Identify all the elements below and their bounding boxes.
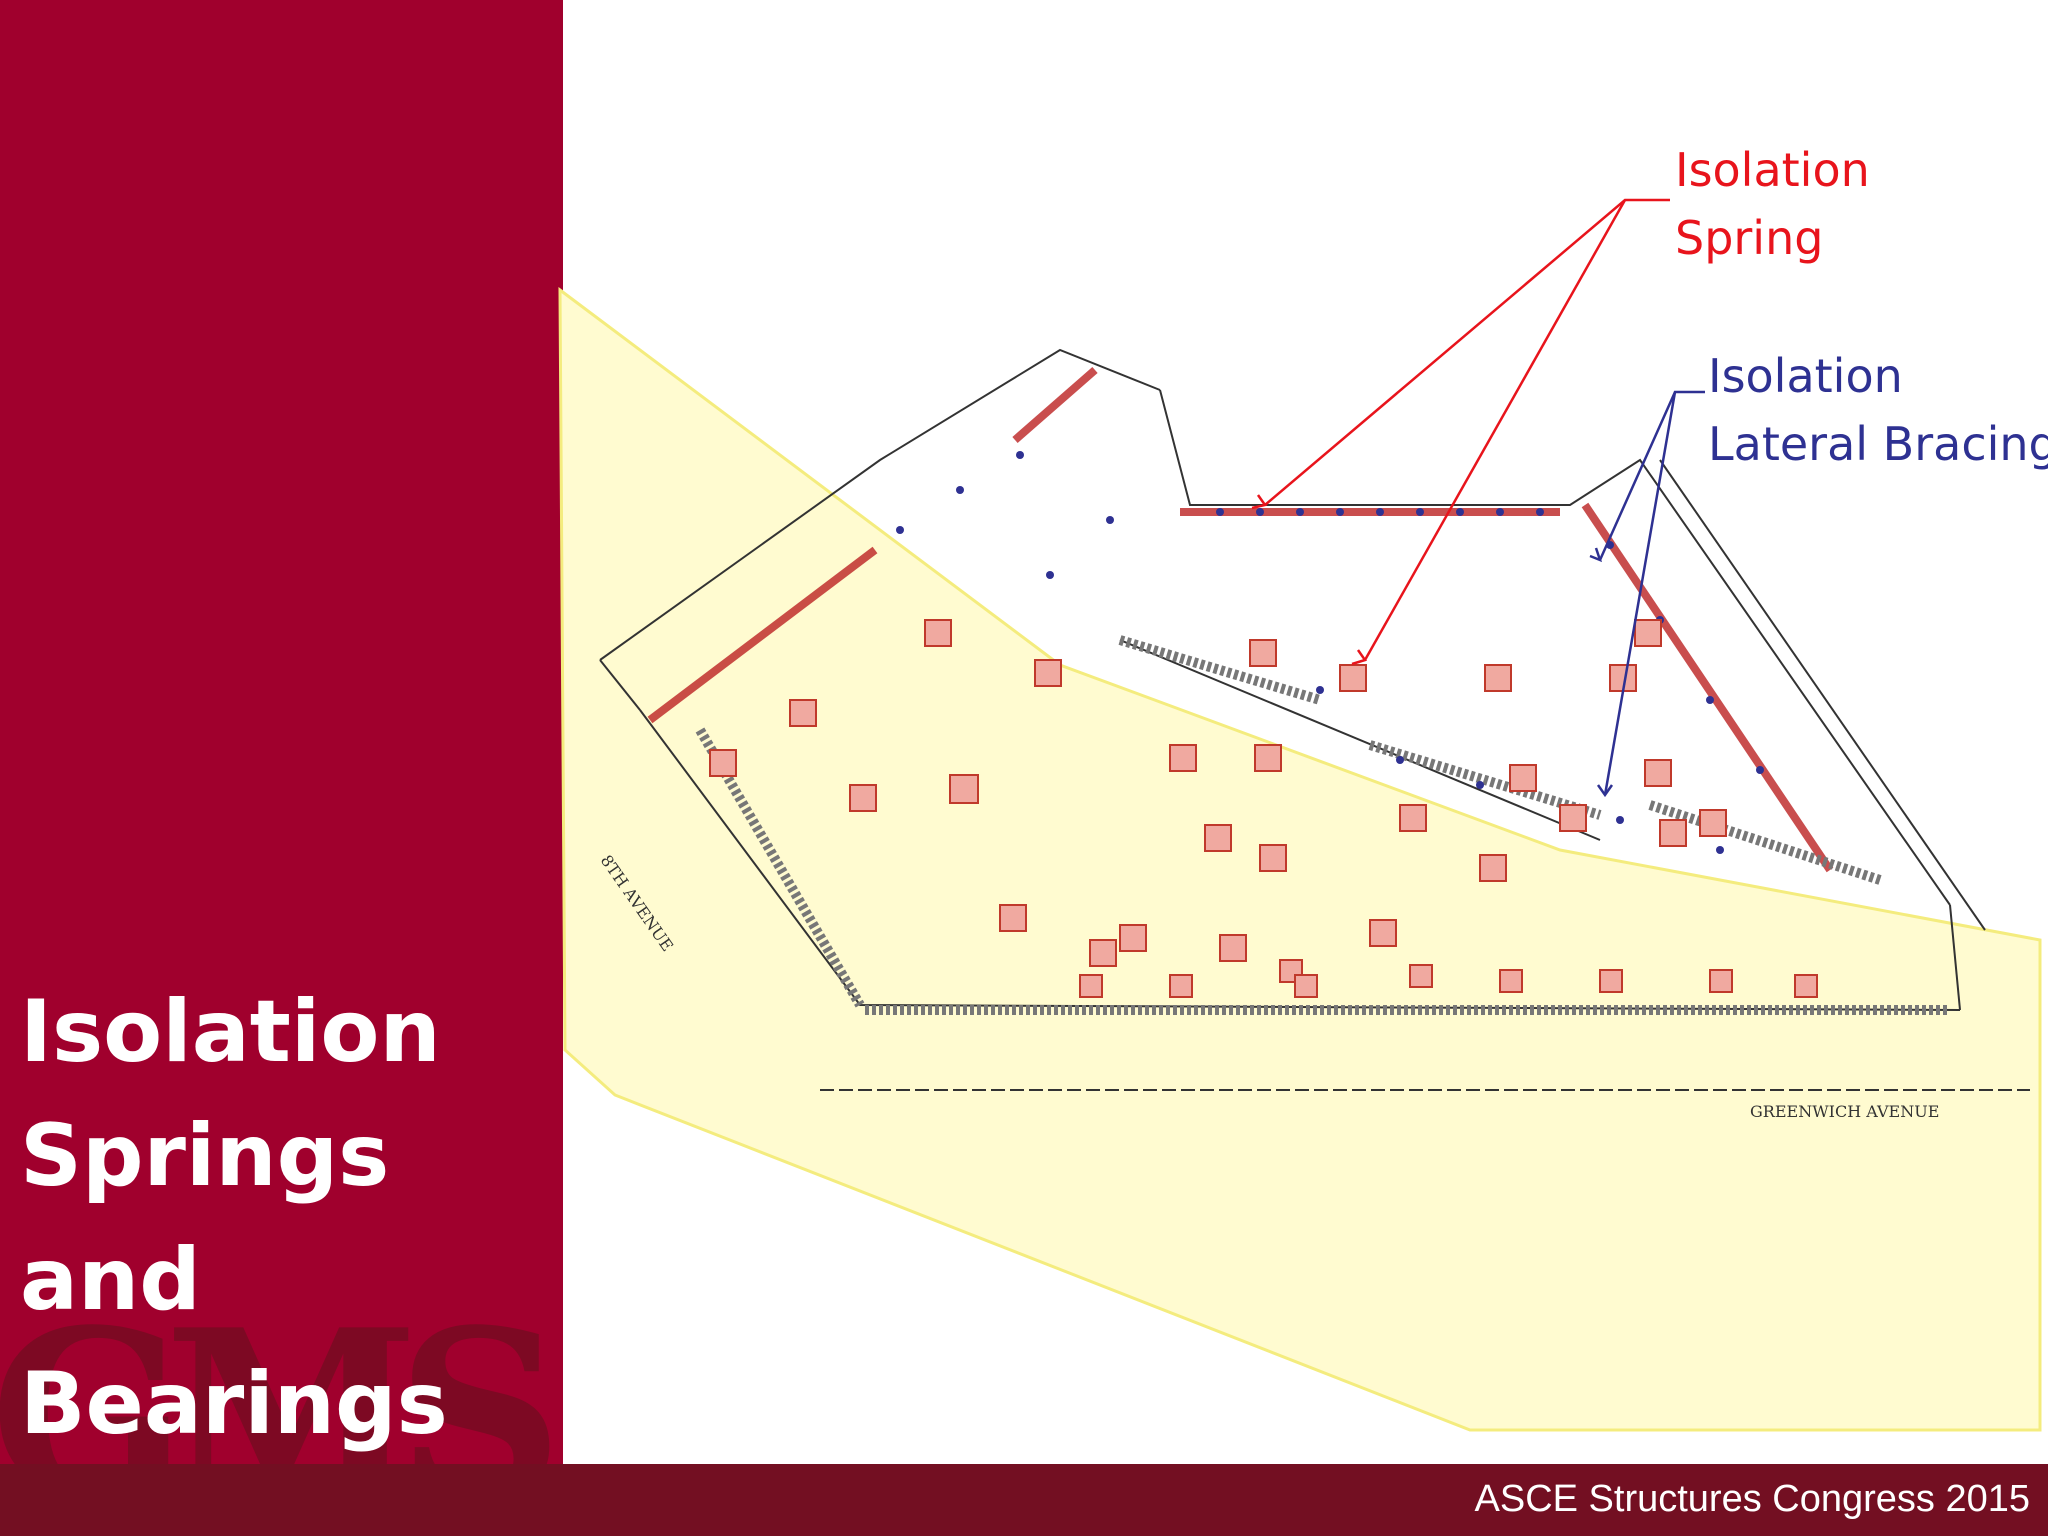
street-greenwich-avenue: GREENWICH AVENUE [1750, 1102, 1939, 1121]
conference-name: ASCE Structures Congress 2015 [1474, 1478, 2031, 1520]
highlight-zone [558, 286, 2042, 1432]
slide-title: Isolation Springs and Bearings [20, 970, 560, 1464]
footer-bar: ASCE Structures Congress 2015 [0, 1464, 2048, 1536]
slide-title-line-1: Isolation [20, 982, 441, 1082]
slide-title-line-2: Springs and [20, 1106, 390, 1330]
gms-logo: GMS [0, 1280, 563, 1464]
bracing-marks [896, 451, 1764, 854]
isolation-spring-callout: Isolation Spring [1675, 136, 1870, 272]
spring-pads [709, 619, 1818, 998]
foundation-plan-drawing: 8TH AVENUE GREENWICH AVENUE [558, 198, 2042, 1432]
isolation-spring-line-1: Isolation [1675, 143, 1870, 197]
isolation-bracing-line-2: Lateral Bracing [1708, 417, 2048, 471]
foundation-strips [695, 635, 1950, 1015]
isolation-spring-line-2: Spring [1675, 211, 1824, 265]
isolation-bracing-callout: Isolation Lateral Bracing [1708, 342, 2048, 478]
title-panel: GMS Isolation Springs and Bearings [0, 0, 563, 1464]
slide-title-line-3: Bearings [20, 1354, 448, 1454]
spring-leaders [1251, 198, 1670, 666]
bracing-leaders [1589, 390, 1705, 798]
isolation-bracing-line-1: Isolation [1708, 349, 1903, 403]
